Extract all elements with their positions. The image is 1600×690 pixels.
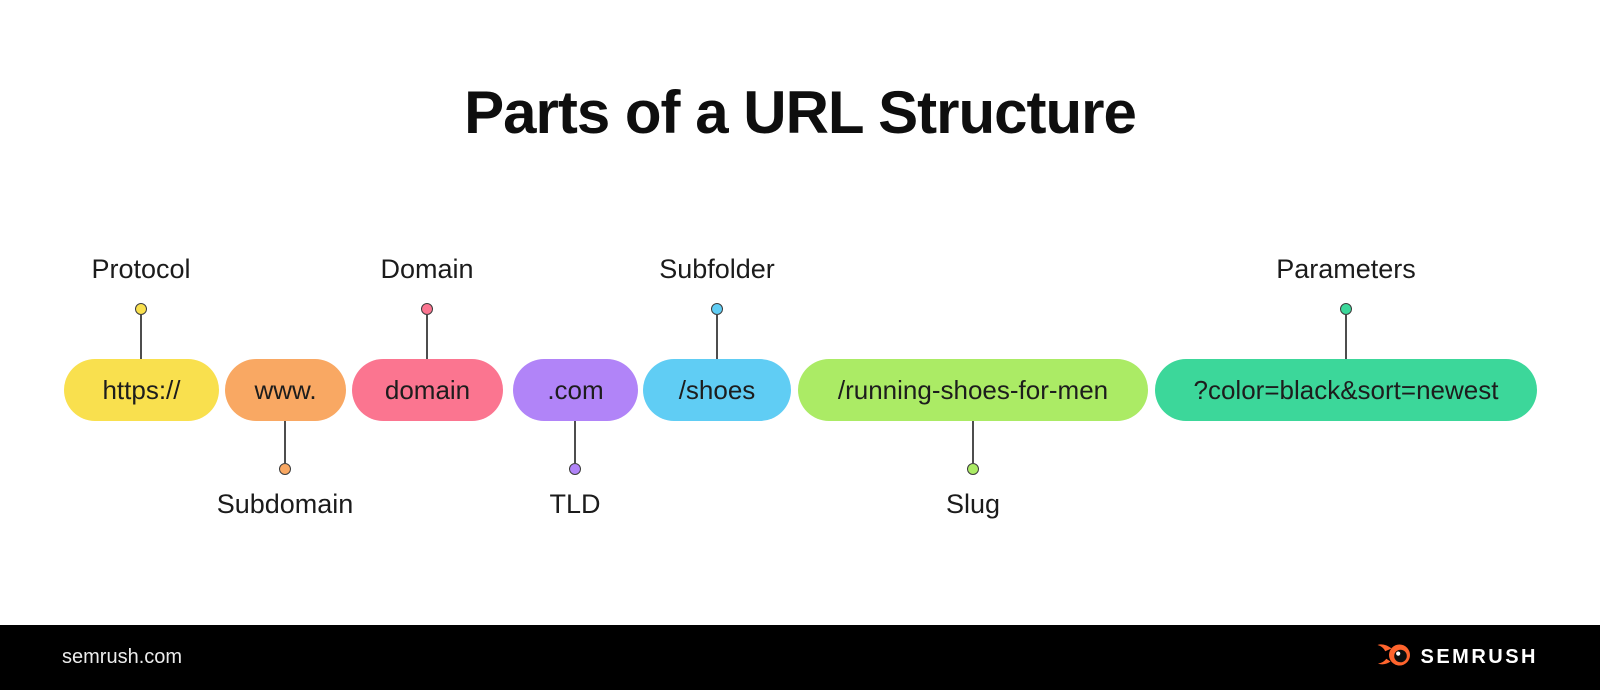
connector-line xyxy=(426,315,428,359)
url-part-text: /running-shoes-for-men xyxy=(837,374,1109,405)
connector-dot xyxy=(1340,303,1352,315)
url-part-pill: ?color=black&sort=newest xyxy=(1155,359,1537,421)
url-part-text: www. xyxy=(254,374,317,405)
url-part-text: ?color=black&sort=newest xyxy=(1193,374,1499,405)
url-part-label: TLD xyxy=(549,489,601,519)
url-part-label: Slug xyxy=(945,489,1001,519)
url-part-label: Domain xyxy=(380,254,474,284)
semrush-logo: SEMRUSH xyxy=(1377,640,1538,675)
connector-dot xyxy=(279,463,291,475)
url-part-text: /shoes xyxy=(678,374,756,405)
url-part-label: Protocol xyxy=(91,254,191,284)
semrush-comet-icon xyxy=(1377,640,1411,675)
connector-dot xyxy=(967,463,979,475)
url-part-text: https:// xyxy=(102,374,181,405)
url-part-text: domain xyxy=(384,374,471,405)
page-title: Parts of a URL Structure xyxy=(464,79,1137,146)
url-part-pill: https:// xyxy=(64,359,219,421)
url-part-pill: /running-shoes-for-men xyxy=(798,359,1148,421)
connector-dot xyxy=(711,303,723,315)
url-part-label: Parameters xyxy=(1276,254,1416,284)
connector-line xyxy=(1345,315,1347,359)
url-part-label: Subdomain xyxy=(216,489,354,519)
url-part-pill: .com xyxy=(513,359,638,421)
connector-line xyxy=(140,315,142,359)
connector-line xyxy=(716,315,718,359)
url-part-pill: /shoes xyxy=(643,359,791,421)
connector-dot xyxy=(569,463,581,475)
connector-dot xyxy=(135,303,147,315)
footer-website-text: semrush.com xyxy=(62,646,183,668)
url-part-text: .com xyxy=(547,374,604,405)
url-part-label: Subfolder xyxy=(659,254,775,284)
connector-dot xyxy=(421,303,433,315)
semrush-wordmark: SEMRUSH xyxy=(1420,646,1538,668)
connector-line xyxy=(574,421,576,463)
connector-line xyxy=(972,421,974,463)
connector-line xyxy=(284,421,286,463)
footer-bar: semrush.com SEMRUSH xyxy=(0,625,1600,690)
url-part-pill: www. xyxy=(225,359,346,421)
url-part-pill: domain xyxy=(352,359,503,421)
